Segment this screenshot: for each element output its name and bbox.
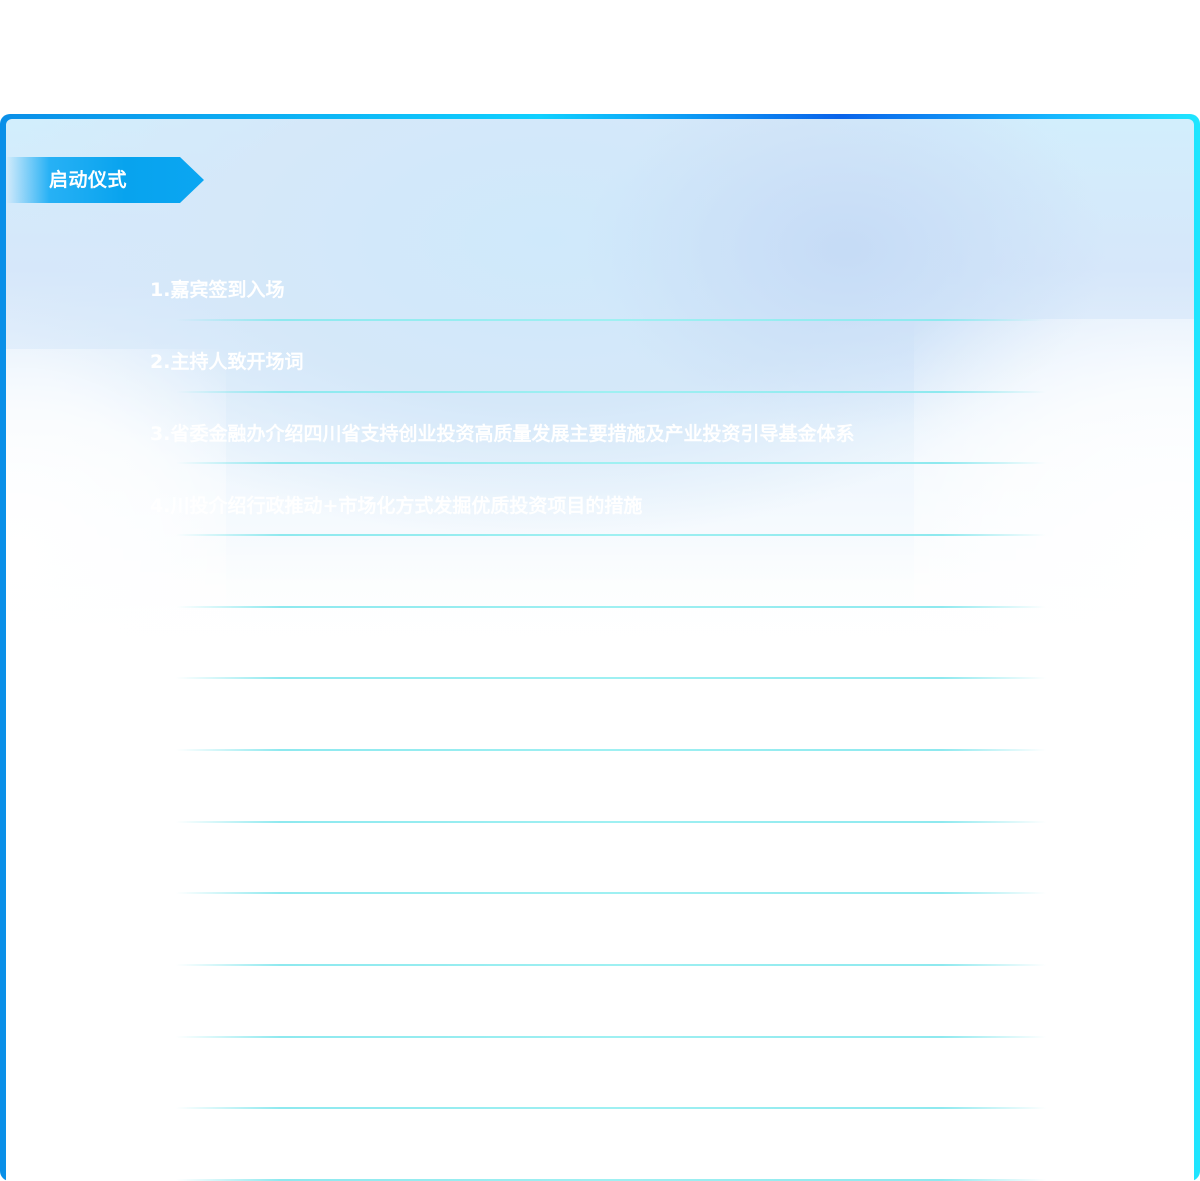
row-divider <box>176 534 1046 536</box>
row-divider <box>176 821 1046 823</box>
agenda-item-text: 3.省委金融办介绍四川省支持创业投资高质量发展主要措施及产业投资引导基金体系 <box>150 423 855 445</box>
row-divider <box>176 1179 1046 1181</box>
tag-arrow-shape <box>6 157 204 203</box>
row-divider <box>176 892 1046 894</box>
row-divider <box>176 462 1046 464</box>
row-divider <box>176 319 1046 321</box>
row-divider <box>176 391 1046 393</box>
row-divider <box>176 1036 1046 1038</box>
agenda-item-text: 2.主持人致开场词 <box>150 351 304 373</box>
section-tag: 启动仪式 <box>6 157 204 203</box>
agenda-item: 4.川投介绍行政推动+市场化方式发掘优质投资项目的措施 <box>150 477 1050 549</box>
agenda-item-text: 1.嘉宾签到入场 <box>150 279 285 301</box>
agenda-item: 2.主持人致开场词 <box>150 333 1050 405</box>
row-divider <box>176 1107 1046 1109</box>
agenda-panel-body: 启动仪式 1.嘉宾签到入场 2.主持人致开场词 3.省委金融办介绍四川省支持创业… <box>6 119 1194 1181</box>
agenda-item: 3.省委金融办介绍四川省支持创业投资高质量发展主要措施及产业投资引导基金体系 <box>150 405 1050 477</box>
glow-bottom <box>6 539 1194 739</box>
agenda-item: 1.嘉宾签到入场 <box>150 261 1050 333</box>
row-divider <box>176 749 1046 751</box>
row-divider <box>176 677 1046 679</box>
row-divider <box>176 964 1046 966</box>
row-divider <box>176 606 1046 608</box>
section-title: 启动仪式 <box>49 169 128 191</box>
agenda-panel: 启动仪式 1.嘉宾签到入场 2.主持人致开场词 3.省委金融办介绍四川省支持创业… <box>0 114 1200 1181</box>
agenda-item-text: 4.川投介绍行政推动+市场化方式发掘优质投资项目的措施 <box>150 495 643 517</box>
